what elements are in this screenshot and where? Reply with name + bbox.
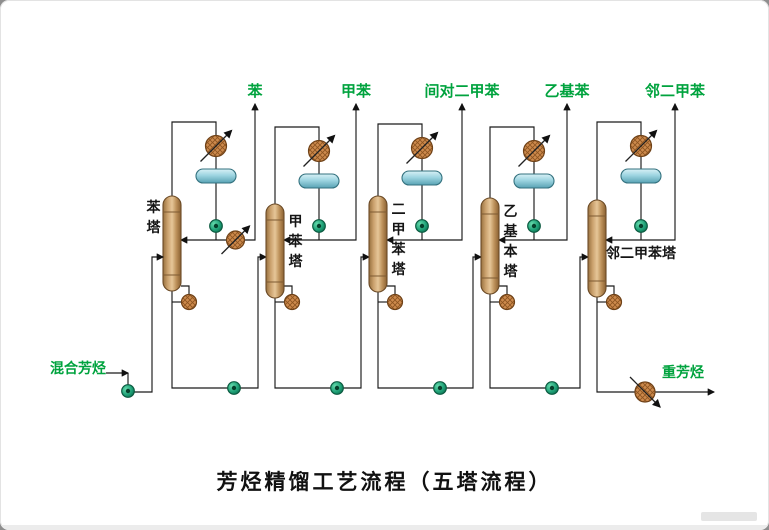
product-line: [422, 102, 466, 241]
pump-center-dot: [419, 223, 425, 229]
pump-center-dot: [549, 385, 555, 391]
pump-center-dot: [437, 385, 443, 391]
distillation-tower: [265, 203, 285, 299]
pump-center-dot: [316, 223, 322, 229]
watermark-smudge: [701, 512, 757, 521]
distillation-tower: [368, 195, 388, 293]
reboiler-return-line: [181, 285, 190, 295]
reboiler-icon: [605, 293, 623, 311]
reboiler-return-line: [606, 285, 615, 295]
tower-label-o-xylene-tower: 邻二甲苯塔: [606, 245, 676, 261]
bottom-edge-strip: [0, 525, 769, 530]
exchanger-arrow: [629, 376, 661, 408]
distillation-tower: [587, 199, 607, 298]
pump-center-dot: [638, 223, 644, 229]
overhead-line: [274, 126, 320, 204]
heavy-aromatics-label: 重芳烃: [662, 364, 704, 380]
bottoms-line: [171, 253, 268, 389]
reflux-drum: [401, 170, 443, 186]
pump-center-dot: [231, 385, 237, 391]
reboiler-icon: [386, 293, 404, 311]
tower-label-ethylbenzene-tower: 乙基本塔: [503, 203, 518, 279]
product-line: [641, 102, 679, 241]
product-line: [319, 102, 360, 241]
product-label-toluene: 甲苯: [340, 83, 372, 100]
distillation-tower: [480, 197, 500, 295]
reflux-drum: [298, 173, 340, 189]
exchanger-arrow: [518, 134, 551, 167]
exchanger-arrow: [221, 225, 251, 255]
overhead-line: [596, 121, 642, 200]
reflux-drum: [513, 173, 555, 189]
bottoms-line: [489, 253, 590, 389]
product-line: [534, 102, 571, 241]
exchanger-arrow: [303, 134, 336, 167]
exchanger-arrow: [625, 129, 658, 162]
reflux-drum: [620, 168, 662, 184]
exchanger-arrow: [406, 131, 439, 164]
reboiler-icon: [180, 293, 198, 311]
product-label-benzene: 苯: [247, 83, 263, 100]
tower-label-benzene-tower: 苯塔: [146, 199, 161, 235]
pump-center-dot: [334, 385, 340, 391]
heavy-aromatics-line: [596, 297, 716, 396]
reboiler-icon: [498, 293, 516, 311]
reboiler-return-line: [499, 285, 508, 295]
diagram-caption: 芳烃精馏工艺流程（五塔流程）: [216, 470, 553, 494]
pump-center-dot: [213, 223, 219, 229]
tower-label-xylene-tower: 二甲苯塔: [391, 201, 406, 277]
reflux-drum: [195, 168, 237, 184]
bottoms-line: [377, 253, 483, 389]
bottoms-line: [274, 253, 371, 389]
pump-center-dot: [125, 388, 131, 394]
feed-line: [127, 253, 165, 393]
exchanger-arrow: [200, 129, 233, 162]
reboiler-return-line: [284, 285, 293, 295]
product-label-ethylbenzene: 乙基苯: [544, 83, 590, 100]
reboiler-icon: [283, 293, 301, 311]
distillation-tower: [162, 195, 182, 292]
overhead-line: [171, 121, 217, 196]
feed-stream-label: 混合芳烃: [50, 360, 106, 376]
pump-center-dot: [531, 223, 537, 229]
product-label-o-xylene: 邻二甲苯: [644, 83, 706, 100]
product-label-mp-xylene: 间对二甲苯: [424, 83, 500, 100]
tower-label-toluene-tower: 甲苯塔: [288, 213, 303, 269]
reboiler-return-line: [387, 285, 396, 295]
